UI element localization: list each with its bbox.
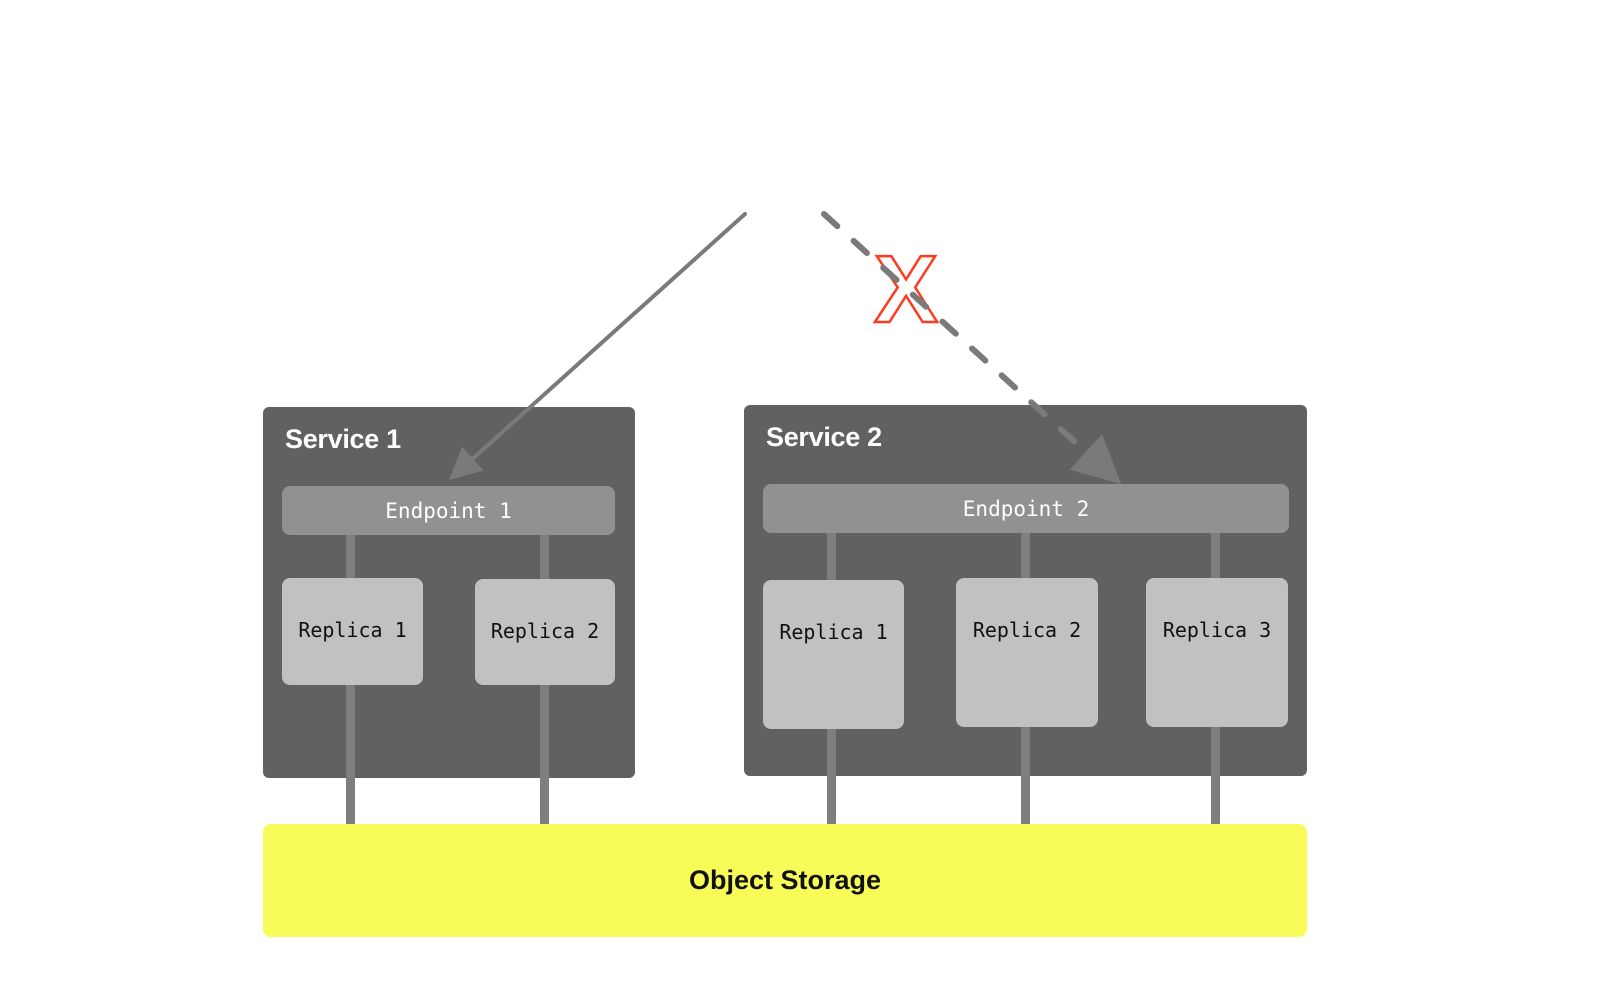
connector-s1-r2-storage [540,684,549,826]
connector-s2-r3-storage [1211,726,1220,826]
service-2-replica-1[interactable]: Replica 1 [763,580,904,729]
connector-s1-r1-endpoint [346,534,355,580]
blocked-x-icon: X [874,236,938,343]
object-storage[interactable]: Object Storage [263,824,1307,937]
connector-s2-r2-endpoint [1021,532,1030,580]
connector-s2-r2-storage [1021,726,1030,826]
connector-s2-r1-endpoint [827,532,836,582]
service-1-replica-1[interactable]: Replica 1 [282,578,423,685]
service-2-title: Service 2 [766,422,882,452]
service-1-endpoint[interactable]: Endpoint 1 [282,486,615,535]
service-2-endpoint[interactable]: Endpoint 2 [763,484,1289,533]
service-2-replica-3[interactable]: Replica 3 [1146,578,1288,727]
connector-s2-r3-endpoint [1211,532,1220,580]
service-2-replica-2[interactable]: Replica 2 [956,578,1098,727]
service-1-replica-2[interactable]: Replica 2 [475,579,615,685]
connector-s1-r1-storage [346,684,355,826]
connector-s2-r1-storage [827,728,836,826]
service-1-title: Service 1 [285,424,401,454]
connector-s1-r2-endpoint [540,534,549,580]
